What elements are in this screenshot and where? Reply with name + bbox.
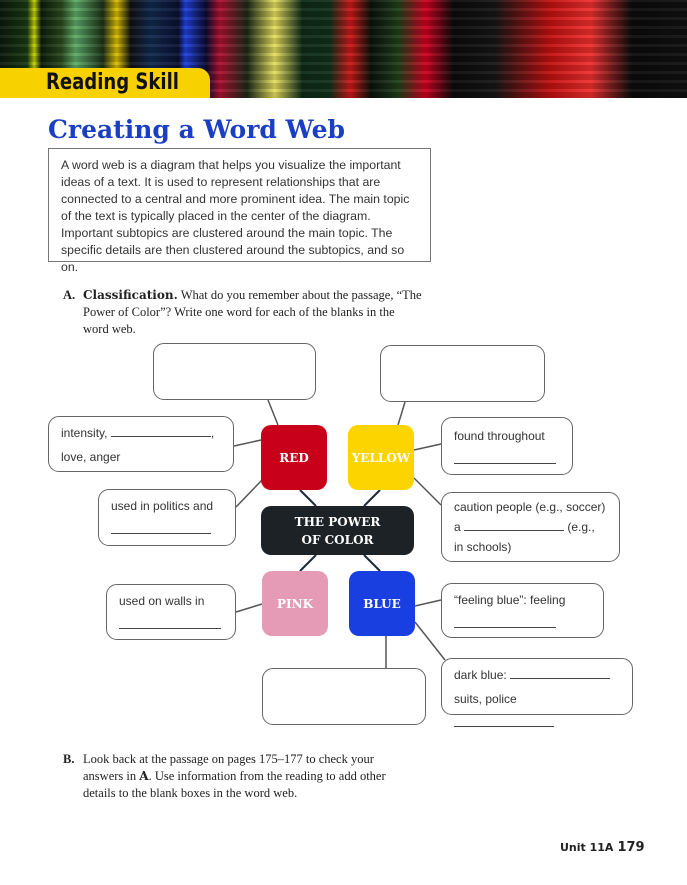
answer-blank[interactable]	[119, 615, 221, 629]
detail-text: suits, police	[454, 692, 517, 706]
detail-box-red-intensity: intensity, , love, anger	[48, 416, 234, 472]
detail-box-pink-walls: used on walls in	[106, 584, 236, 640]
page-number: 179	[617, 840, 645, 855]
connector	[233, 439, 262, 447]
detail-text: caution people (e.g., soccer)	[454, 500, 606, 514]
detail-text: dark blue:	[454, 668, 507, 682]
answer-blank[interactable]	[454, 450, 556, 464]
question-b-label: B.	[63, 752, 75, 766]
connector	[299, 554, 317, 572]
blank-box-red-topic[interactable]	[153, 343, 316, 400]
answer-blank[interactable]	[510, 665, 611, 679]
detail-text: love, anger	[61, 450, 121, 464]
answer-blank[interactable]	[454, 614, 556, 628]
unit-label: Unit 11A	[560, 841, 614, 854]
question-a-label: A.	[63, 288, 76, 302]
detail-box-yellow-found: found throughout	[441, 417, 573, 475]
connector	[413, 477, 442, 506]
blank-box-yellow-topic[interactable]	[380, 345, 545, 402]
section-label: Reading Skill	[46, 70, 179, 95]
question-b-text: . Use information from the reading to ad…	[83, 769, 386, 800]
detail-box-yellow-caution: caution people (e.g., soccer) a (e.g., i…	[441, 492, 620, 562]
question-b: B. Look back at the passage on pages 175…	[63, 751, 403, 802]
connector	[397, 401, 406, 426]
connector	[363, 554, 381, 572]
connector	[235, 603, 263, 613]
detail-text: in schools)	[454, 540, 512, 554]
answer-blank[interactable]	[111, 520, 211, 534]
connector	[267, 399, 279, 426]
answer-blank[interactable]	[110, 423, 211, 437]
question-a: A. Classification. What do you remember …	[63, 287, 423, 338]
detail-text: intensity,	[61, 426, 108, 440]
detail-text: used in politics and	[111, 499, 214, 513]
question-a-text: What do you remember about the passage, …	[83, 288, 422, 336]
connector	[413, 443, 442, 451]
pink-node: PINK	[262, 571, 328, 636]
question-b-text: Look back at the passage on pages 175–17…	[83, 752, 374, 783]
detail-text: used on walls in	[119, 594, 205, 608]
page-title: Creating a Word Web	[48, 115, 345, 144]
question-b-bold: A	[139, 769, 149, 783]
connector	[299, 489, 317, 507]
detail-text: ,	[210, 426, 215, 440]
detail-text: “feeling blue”: feeling	[454, 593, 566, 607]
blank-box-blue-topic[interactable]	[262, 668, 426, 725]
connector	[235, 479, 263, 508]
red-node: RED	[261, 425, 327, 490]
detail-box-blue-dark: dark blue: suits, police	[441, 658, 633, 727]
yellow-node: YELLOW	[348, 425, 414, 490]
question-a-title: Classification.	[83, 288, 178, 302]
answer-blank[interactable]	[464, 517, 565, 531]
connector	[414, 599, 442, 607]
detail-box-blue-feeling: “feeling blue”: feeling	[441, 583, 604, 638]
detail-text: a	[454, 520, 461, 534]
blue-node: BLUE	[349, 571, 415, 636]
center-node: THE POWER OF COLOR	[261, 506, 414, 555]
detail-text: found throughout	[454, 429, 545, 443]
answer-blank[interactable]	[454, 713, 554, 727]
detail-box-red-politics: used in politics and	[98, 489, 236, 546]
section-tab: Reading Skill	[0, 68, 210, 98]
detail-text: (e.g.,	[567, 520, 595, 534]
connector	[363, 489, 381, 507]
connector	[414, 621, 446, 661]
intro-box: A word web is a diagram that helps you v…	[48, 148, 431, 274]
